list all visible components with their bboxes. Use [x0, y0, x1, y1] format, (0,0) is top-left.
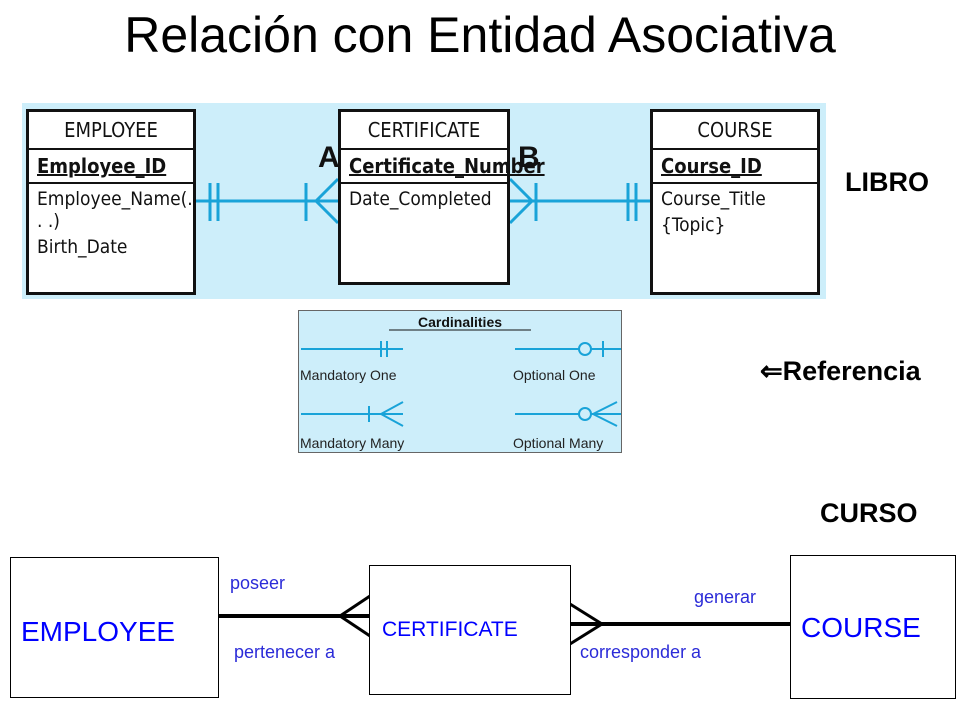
attribute: Course_Title	[661, 188, 766, 210]
attribute: Date_Completed	[349, 188, 492, 210]
entity-course-name: COURSE	[801, 612, 921, 643]
crowfoot-line	[508, 199, 534, 225]
legend-optional-one: Optional One	[513, 367, 596, 383]
entity-employee: EMPLOYEE Employee_ID Employee_Name(. . .…	[26, 109, 196, 295]
crowfoot-line	[508, 177, 534, 203]
entity-certificate: CERTIFICATE Certificate_Number Date_Comp…	[338, 109, 545, 285]
verb-pertenecer: pertenecer a	[234, 642, 336, 662]
crowfoot-line	[339, 594, 371, 618]
crowfoot-line	[314, 199, 340, 225]
attribute: Birth_Date	[37, 236, 128, 258]
page-title: Relación con Entidad Asociativa	[124, 7, 836, 63]
left-arrow-icon: ⇐	[760, 356, 783, 386]
erd-connectors	[192, 177, 650, 225]
libro-label: LIBRO	[845, 167, 929, 197]
attribute: Employee_Name(. . .)	[37, 188, 193, 232]
primary-key: Employee_ID	[29, 150, 193, 184]
legend-symbols	[301, 329, 621, 427]
primary-key: Certificate_Number	[341, 150, 545, 184]
entity-certificate-box: CERTIFICATE	[369, 565, 571, 695]
relationship-label-b: B	[518, 141, 540, 174]
referencia-label: ⇐Referencia	[760, 356, 921, 387]
crowfoot-line	[569, 602, 603, 626]
entity-name: CERTIFICATE	[341, 112, 507, 150]
relationship-label-a: A	[318, 141, 340, 174]
entity-name: COURSE	[653, 112, 817, 150]
entity-certificate-name: CERTIFICATE	[382, 618, 518, 641]
legend-mandatory-one: Mandatory One	[300, 367, 397, 383]
legend-title: Cardinalities	[417, 314, 503, 330]
legend-mandatory-many: Mandatory Many	[300, 435, 405, 451]
crowfoot-line	[314, 177, 340, 203]
verb-poseer: poseer	[230, 573, 286, 593]
entity-employee-box: EMPLOYEE	[10, 557, 219, 698]
referencia-text: Referencia	[782, 356, 921, 386]
erd-book-figure: EMPLOYEE Employee_ID Employee_Name(. . .…	[22, 103, 826, 299]
cardinalities-legend: Cardinalities Mandatory One Optional One…	[298, 310, 622, 453]
entity-employee-name: EMPLOYEE	[21, 616, 176, 647]
verb-generar: generar	[694, 587, 757, 607]
verb-corresponder: corresponder a	[580, 642, 702, 662]
crowfoot-line	[569, 622, 603, 646]
primary-key: Course_ID	[653, 150, 817, 184]
legend-optional-many: Optional Many	[513, 435, 604, 451]
crowfoot-line	[339, 614, 371, 638]
curso-label: CURSO	[820, 498, 918, 528]
entity-name: EMPLOYEE	[29, 112, 193, 150]
entity-course: COURSE Course_ID Course_Title {Topic}	[650, 109, 820, 295]
attribute: {Topic}	[661, 214, 726, 236]
entity-course-box: COURSE	[790, 555, 956, 699]
